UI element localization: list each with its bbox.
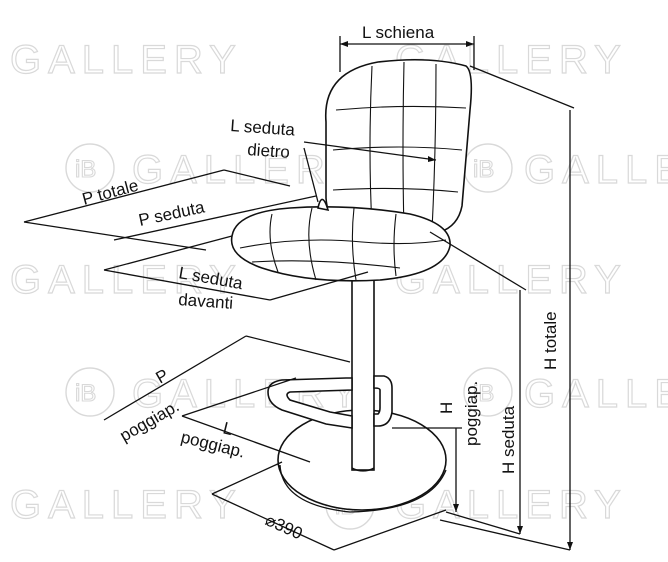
watermark-logo: iB bbox=[463, 367, 513, 417]
watermark-text: GALLERY bbox=[524, 372, 668, 416]
extension-line bbox=[211, 461, 283, 495]
label-backrest-width: L schiena bbox=[362, 23, 435, 42]
dimension-labels: L schiena L seduta dietro P totale P sed… bbox=[80, 23, 560, 543]
dim-line-seat-front-width bbox=[269, 271, 369, 301]
label-footrest-height-line1: H bbox=[437, 402, 456, 414]
base-rim bbox=[279, 464, 447, 513]
seat-quilting bbox=[239, 239, 447, 269]
watermark-layer: GALLERY GALLERY iB GALLERY iB GALLERY GA… bbox=[9, 37, 668, 530]
label-seat-front-width-line2: davanti bbox=[178, 290, 234, 313]
watermark-logo: iB bbox=[65, 143, 115, 193]
extension-line bbox=[303, 147, 319, 203]
arrowhead bbox=[340, 41, 348, 47]
extension-line bbox=[181, 415, 311, 463]
dim-line-seat-back-width bbox=[303, 141, 437, 161]
watermark-logo-letters: iB bbox=[75, 156, 96, 183]
seat-back-joint bbox=[317, 198, 330, 212]
backrest-quilting bbox=[332, 105, 467, 193]
extension-line bbox=[429, 231, 527, 291]
label-seat-back-width-line1: L seduta bbox=[230, 116, 296, 139]
extension-line bbox=[103, 269, 271, 301]
dim-line-total-depth bbox=[23, 169, 225, 223]
footrest-ring bbox=[267, 377, 353, 429]
arrowhead bbox=[453, 504, 459, 512]
floor-line bbox=[445, 511, 521, 535]
column-foot bbox=[351, 467, 375, 472]
extension-line bbox=[103, 235, 233, 271]
seat bbox=[230, 206, 451, 282]
dimension-lines bbox=[23, 36, 575, 551]
backrest bbox=[325, 58, 473, 233]
extension-line bbox=[333, 509, 447, 551]
seat-quilting bbox=[269, 207, 397, 281]
footrest-bar bbox=[373, 375, 393, 427]
extension-line bbox=[469, 65, 575, 109]
extension-line bbox=[245, 335, 351, 363]
extension-line bbox=[223, 169, 291, 187]
label-footrest-width-line1: L bbox=[221, 418, 235, 439]
watermark-text: GALLERY bbox=[132, 148, 365, 192]
dim-line-seat-depth bbox=[113, 195, 317, 241]
dim-line-footrest-width bbox=[181, 377, 297, 417]
watermark-logo-letters: iB bbox=[473, 156, 494, 183]
watermark-text: GALLERY bbox=[10, 38, 243, 82]
watermark-text: GALLERY bbox=[10, 483, 243, 527]
label-footrest-height-line2: poggiap. bbox=[462, 381, 481, 446]
label-footrest-width-line2: poggiap. bbox=[179, 427, 247, 461]
watermark-logo: iB bbox=[463, 143, 513, 193]
watermark-text: GALLERY bbox=[524, 148, 668, 192]
watermark-logo-letters: iB bbox=[75, 380, 96, 407]
label-seat-depth: P seduta bbox=[137, 197, 207, 230]
chair-drawing bbox=[230, 58, 473, 513]
label-seat-height: H seduta bbox=[499, 405, 518, 474]
gas-column bbox=[351, 267, 375, 471]
dim-line-footrest-depth bbox=[103, 335, 247, 421]
watermark-logo: iB bbox=[65, 367, 115, 417]
arrowhead bbox=[567, 542, 573, 550]
label-total-height: H totale bbox=[541, 311, 560, 370]
label-seat-back-width-line2: dietro bbox=[247, 140, 291, 162]
dim-line-base-diameter bbox=[211, 493, 335, 551]
watermark-logo-letters: iB bbox=[473, 380, 494, 407]
arrowhead bbox=[517, 526, 523, 534]
floor-line bbox=[439, 519, 571, 551]
label-base-diameter: ⌀390 bbox=[262, 510, 305, 543]
arrowhead bbox=[428, 156, 436, 162]
extension-line bbox=[23, 221, 207, 251]
arrowhead bbox=[466, 41, 474, 47]
